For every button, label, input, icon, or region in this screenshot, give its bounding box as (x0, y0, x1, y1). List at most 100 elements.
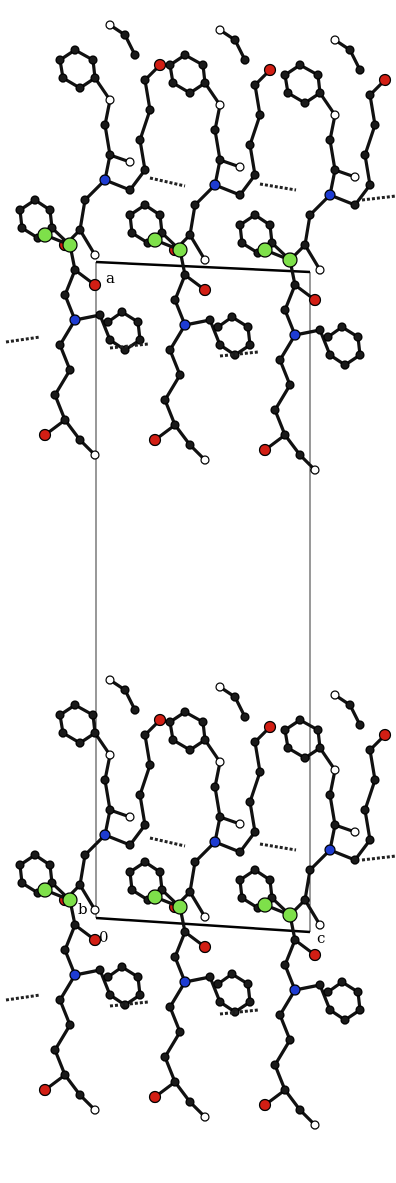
atom-o (148, 1090, 162, 1104)
atom-c (105, 990, 115, 1000)
atom-c (75, 1090, 85, 1100)
hydrogen-bond (219, 350, 259, 358)
atom-c (185, 440, 195, 450)
bond (253, 83, 262, 117)
bond (188, 233, 207, 262)
atom-c (313, 725, 323, 735)
atom-c (120, 685, 130, 695)
bond (363, 153, 372, 187)
molecule-u4 (15, 195, 145, 460)
atom-h (215, 25, 225, 35)
atom-c (255, 110, 265, 120)
atom-c (170, 952, 180, 962)
hydrogen-bond (109, 1000, 149, 1008)
bond (213, 785, 222, 819)
atom-h (125, 812, 135, 822)
atom-c (135, 135, 145, 145)
atom-o (88, 933, 102, 947)
molecule-l5 (125, 857, 255, 1122)
atom-c (255, 767, 265, 777)
atom-c (283, 743, 293, 753)
atom-c (180, 270, 190, 280)
atom-c (290, 280, 300, 290)
atom-o (198, 940, 212, 954)
atom-c (55, 340, 65, 350)
atom-h (330, 765, 340, 775)
atom-c (205, 315, 215, 325)
atom-c (313, 70, 323, 80)
atom-o (258, 443, 272, 457)
atom-c (205, 972, 215, 982)
atom-c (133, 317, 143, 327)
atom-c (80, 850, 90, 860)
atom-c (60, 1070, 70, 1080)
atom-h (90, 250, 100, 260)
bond (138, 793, 147, 827)
bond (248, 770, 262, 804)
atom-c (227, 969, 237, 979)
atom-c (135, 990, 145, 1000)
atom-c (88, 710, 98, 720)
atom-c (117, 962, 127, 972)
atom-c (125, 210, 135, 220)
atom-c (250, 170, 260, 180)
atom-c (305, 210, 315, 220)
atom-c (60, 290, 70, 300)
axis-labels: a b 0 c (78, 269, 325, 947)
atom-c (330, 820, 340, 830)
atom-c (75, 880, 85, 890)
atom-c (325, 1005, 335, 1015)
atom-c (240, 55, 250, 65)
atom-c (237, 893, 247, 903)
atom-n (209, 836, 221, 848)
atom-c (295, 1105, 305, 1115)
atom-c (135, 335, 145, 345)
atom-c (65, 1020, 75, 1030)
atom-c (235, 190, 245, 200)
atom-c (65, 365, 75, 375)
atom-h (310, 465, 320, 475)
bond (253, 740, 262, 774)
atom-c (170, 1077, 180, 1087)
axis-label-a: a (106, 269, 115, 287)
bond (248, 143, 257, 177)
atom-c (295, 450, 305, 460)
hydrogen-bond (5, 335, 41, 344)
atom-cl (282, 252, 298, 268)
atom-c (95, 310, 105, 320)
atom-c (275, 355, 285, 365)
atom-c (125, 185, 135, 195)
atom-h (90, 905, 100, 915)
atom-h (330, 35, 340, 45)
atom-c (55, 710, 65, 720)
axis-label-origin: 0 (99, 928, 109, 946)
atom-h (310, 1120, 320, 1130)
bond (53, 1023, 72, 1052)
atom-c (125, 867, 135, 877)
atom-c (280, 430, 290, 440)
molecule-l4 (15, 850, 145, 1115)
atom-c (55, 55, 65, 65)
bond (138, 108, 152, 142)
atom-c (100, 775, 110, 785)
atom-c (180, 927, 190, 937)
atom-c (300, 753, 310, 763)
atom-c (295, 60, 305, 70)
atom-o (378, 73, 392, 87)
atom-c (270, 405, 280, 415)
atom-c (140, 730, 150, 740)
atom-cl (62, 892, 78, 908)
atom-c (323, 332, 333, 342)
bond (303, 898, 322, 927)
atom-h (315, 920, 325, 930)
unit-cell (95, 260, 311, 934)
bond (368, 748, 377, 782)
bond (138, 138, 147, 172)
atom-c (235, 875, 245, 885)
atom-c (185, 745, 195, 755)
atom-c (355, 720, 365, 730)
atom-c (245, 797, 255, 807)
hydrogen-bond (361, 854, 396, 862)
atom-h (235, 819, 245, 829)
atom-c (17, 223, 27, 233)
